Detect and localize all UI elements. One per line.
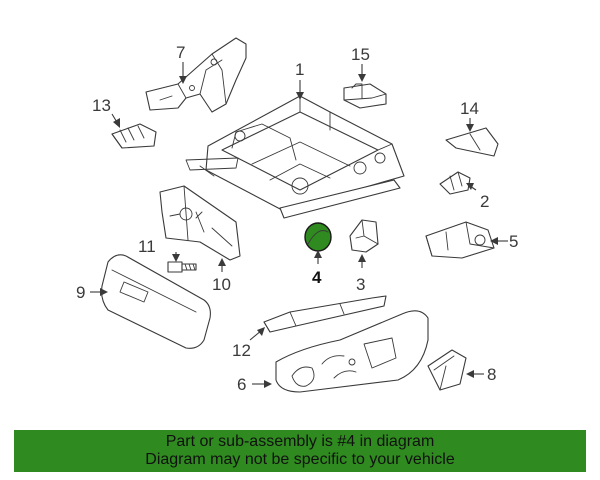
part-1-seat-frame: [185, 95, 405, 219]
callout-5: 5: [509, 232, 518, 251]
part-9-cover: [101, 254, 211, 349]
part-6-side-shield: [275, 310, 429, 393]
callout-13: 13: [92, 96, 111, 115]
part-14-trim: [445, 127, 499, 157]
part-3-switch: [349, 219, 379, 253]
part-8-cover: [427, 349, 467, 391]
banner-line-1: Part or sub-assembly is #4 in diagram: [165, 433, 435, 450]
part-4-highlighted[interactable]: [304, 222, 332, 252]
part-11-screw: [167, 261, 197, 273]
part-12-rail-trim: [263, 295, 387, 333]
callout-1: 1: [295, 60, 304, 79]
part-5-motor: [425, 221, 495, 259]
callout-11: 11: [138, 237, 156, 256]
parts-diagram: 7 15 13 1 14 2: [76, 37, 518, 394]
part-2-bracket: [439, 171, 471, 195]
part-info-banner: Part or sub-assembly is #4 in diagram Di…: [14, 430, 586, 472]
callout-2: 2: [480, 192, 489, 211]
part-10-cover: [159, 185, 241, 261]
banner-line-2: Diagram may not be specific to your vehi…: [145, 451, 455, 468]
callout-3: 3: [356, 275, 365, 294]
part-15-clip: [343, 83, 387, 109]
callout-10: 10: [212, 275, 231, 294]
callout-6: 6: [237, 375, 246, 394]
callout-9: 9: [76, 283, 85, 302]
callout-8: 8: [487, 365, 496, 384]
part-13-clip: [111, 123, 157, 149]
callout-15: 15: [351, 45, 370, 64]
callout-12: 12: [232, 341, 251, 360]
callout-4: 4: [312, 268, 322, 287]
callout-7: 7: [176, 43, 185, 62]
callout-14: 14: [460, 99, 479, 118]
part-7-bracket: [145, 37, 247, 113]
